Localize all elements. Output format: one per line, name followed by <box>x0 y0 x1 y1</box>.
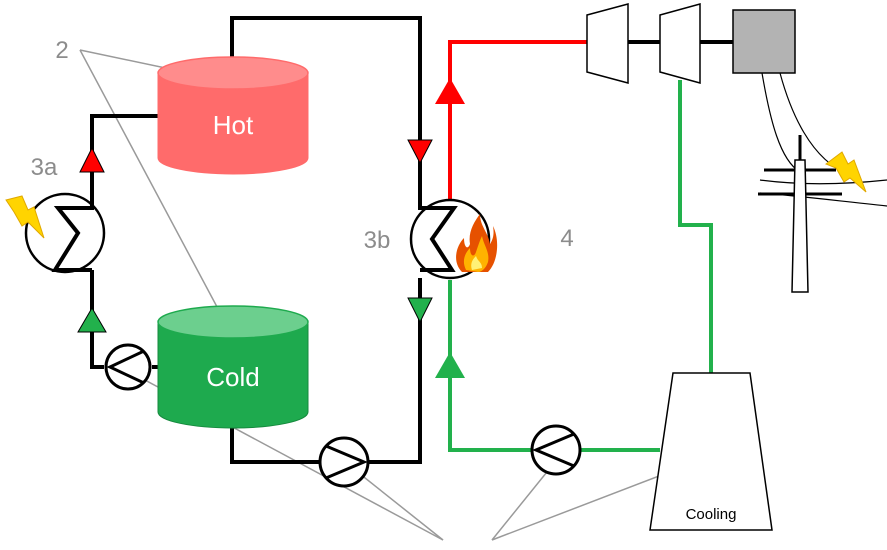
cooling-pipes <box>448 80 713 452</box>
hot-tank-label: Hot <box>213 110 254 140</box>
callout-line-cold <box>79 49 233 336</box>
flow-arrows <box>77 78 465 378</box>
steam-pipes <box>448 40 590 200</box>
pipe-3a-to-hot <box>90 114 158 195</box>
pump-2 <box>318 436 370 488</box>
cooling-tower-label: Cooling <box>686 506 737 523</box>
cooling-tower-icon <box>649 372 773 531</box>
cold-tank: Cold <box>157 305 309 429</box>
lightning-bolt-icon <box>5 195 45 239</box>
pump-1 <box>104 343 152 391</box>
salt-loop-pipes <box>90 16 422 464</box>
label-fired-heater: 3b <box>364 227 391 254</box>
flow-arrow-icon <box>79 146 105 173</box>
flame-icon <box>456 214 498 272</box>
turbine-icon <box>586 3 629 84</box>
cold-tank-label: Cold <box>206 362 259 392</box>
flow-arrow-icon <box>77 307 107 333</box>
turbine-set <box>586 3 796 84</box>
electric-heater-3a <box>24 192 106 274</box>
pipe-pump-to-3a <box>90 270 104 369</box>
pump-icon <box>104 343 152 391</box>
fired-heater-3b <box>409 195 498 280</box>
pipe-pump2-to-3b <box>368 278 422 464</box>
pump-3 <box>530 424 582 476</box>
flow-arrow-icon <box>407 297 433 324</box>
transmission-tower-icon <box>758 72 887 293</box>
label-power-block: 4 <box>560 225 573 252</box>
callout-line-cooling <box>491 467 681 541</box>
callout-line-pump-3 <box>491 461 556 541</box>
flow-arrow-icon <box>407 139 433 165</box>
pipe-pump3-to-3b <box>448 280 532 452</box>
generator-icon <box>732 9 796 74</box>
cold-tank-top <box>157 305 309 339</box>
flow-arrow-icon <box>435 352 465 378</box>
pipe-cold-to-pump2 <box>230 428 320 464</box>
label-storage: 2 <box>55 37 68 64</box>
pipe-hot-to-3b <box>230 16 422 195</box>
flow-arrow-icon <box>435 78 465 104</box>
heat-exchanger-coil <box>51 195 94 272</box>
label-electric-heater: 3a <box>31 154 58 181</box>
pipe-steam-to-turbine <box>448 40 590 200</box>
pipe-turbine-to-cooling <box>678 80 713 375</box>
heat-exchanger-coil <box>418 195 458 272</box>
cooling-tower: Cooling <box>649 372 773 531</box>
hot-tank: Hot <box>157 56 309 175</box>
hot-tank-top <box>157 56 309 90</box>
turbine-icon <box>659 3 701 84</box>
lightning-bolt-icon <box>824 151 867 193</box>
